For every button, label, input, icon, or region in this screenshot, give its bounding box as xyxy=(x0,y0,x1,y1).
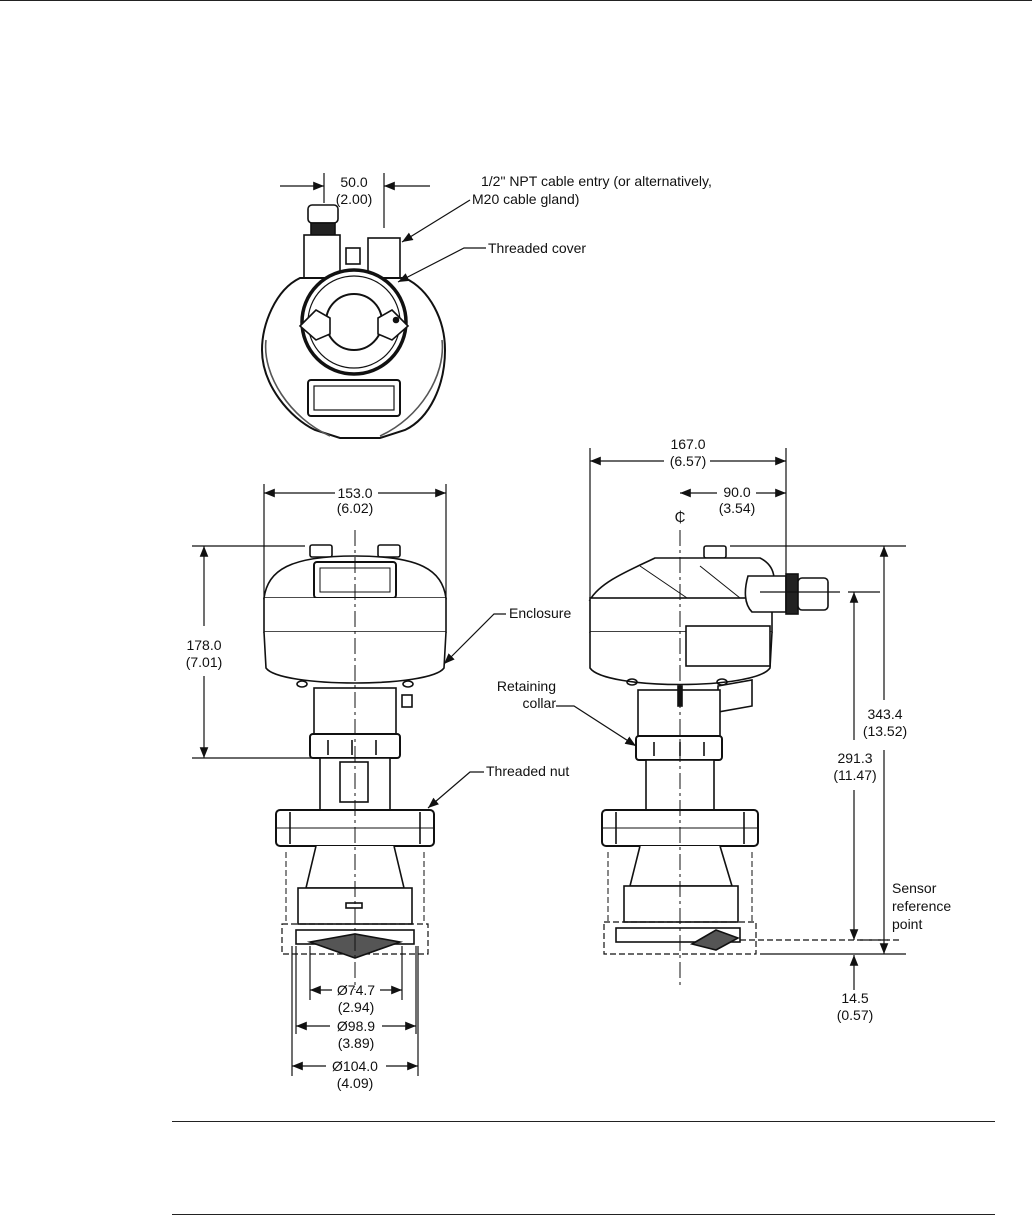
offset-dim-in: (3.54) xyxy=(714,500,760,516)
dia-mid-mm: Ø98.9 xyxy=(328,1018,384,1034)
front-height-dim-in: (7.01) xyxy=(180,654,228,670)
bottom-dim-mm: 14.5 xyxy=(830,990,880,1006)
sensor-ref-label-line1: Sensor xyxy=(892,880,936,896)
ref-height-dim-mm: 291.3 xyxy=(828,750,882,766)
total-height-dim-in: (13.52) xyxy=(860,723,910,739)
total-height-dim-mm: 343.4 xyxy=(860,706,910,722)
bottom-dim-in: (0.57) xyxy=(830,1007,880,1023)
top-width-dim-mm: 50.0 xyxy=(330,174,378,190)
top-width-dim-in: (2.00) xyxy=(330,191,378,207)
side-width-dim-in: (6.57) xyxy=(664,453,712,469)
front-width-dim-in: (6.02) xyxy=(331,500,379,516)
dia-outer-in: (4.09) xyxy=(322,1075,388,1091)
side-width-dim-mm: 167.0 xyxy=(664,436,712,452)
retaining-collar-label-line2: collar xyxy=(470,695,556,711)
threaded-cover-label: Threaded cover xyxy=(488,240,586,256)
retaining-collar-label-line1: Retaining xyxy=(470,678,556,694)
enclosure-label: Enclosure xyxy=(509,605,571,621)
offset-dim-mm: 90.0 xyxy=(714,484,760,500)
top-view xyxy=(262,205,445,438)
front-height-dim-mm: 178.0 xyxy=(180,637,228,653)
dia-outer-mm: Ø104.0 xyxy=(322,1058,388,1074)
threaded-nut-label: Threaded nut xyxy=(486,763,569,779)
ref-height-dim-in: (11.47) xyxy=(828,767,882,783)
cable-entry-label-line1: 1/2" NPT cable entry (or alternatively, xyxy=(481,173,712,189)
dia-inner-in: (2.94) xyxy=(330,999,382,1015)
dia-inner-mm: Ø74.7 xyxy=(330,982,382,998)
sensor-ref-label-line3: point xyxy=(892,916,922,932)
sensor-ref-label-line2: reference xyxy=(892,898,951,914)
side-view xyxy=(590,546,828,954)
cable-entry-label-line2: M20 cable gland) xyxy=(472,191,579,207)
dia-mid-in: (3.89) xyxy=(328,1035,384,1051)
centerline-symbol: ₵ xyxy=(672,510,688,526)
front-width-dim-mm: 153.0 xyxy=(331,485,379,501)
